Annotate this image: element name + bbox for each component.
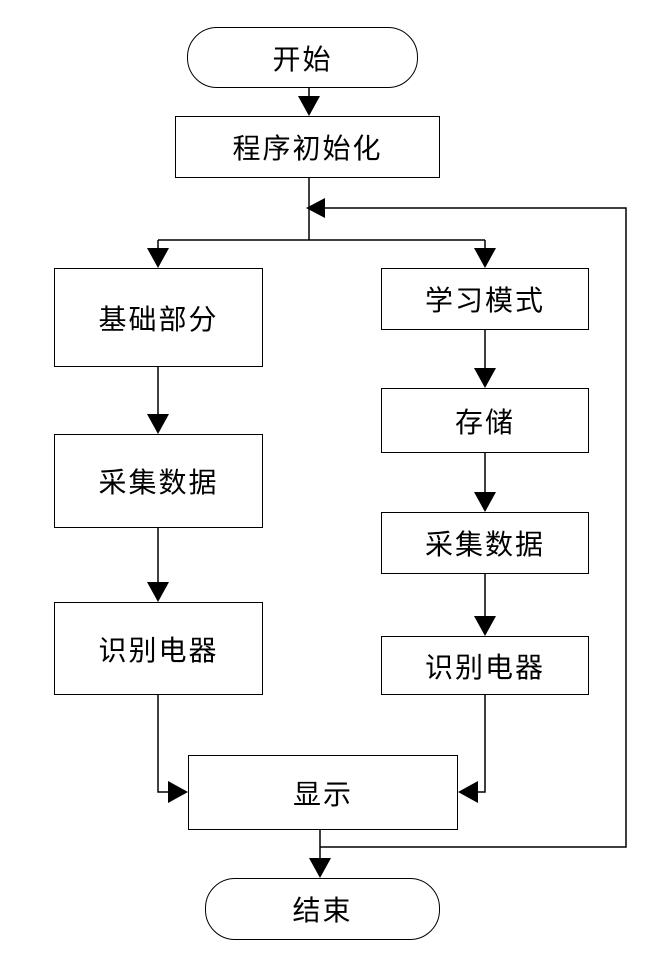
- arrowhead-basic-collect: [147, 414, 169, 434]
- start-node: 开始: [187, 27, 418, 88]
- end-node: 结束: [205, 878, 440, 940]
- arrowhead-end: [309, 858, 331, 878]
- arrowhead-loop: [306, 198, 325, 218]
- arrowhead-identify-right: [474, 616, 496, 636]
- arrowhead-collect-right: [474, 492, 496, 512]
- basic-section-box: 基础部分: [54, 268, 263, 367]
- arrowhead-identify-left: [147, 582, 169, 602]
- display-box: 显示: [188, 755, 458, 830]
- connector-identify-display-left: [157, 695, 172, 793]
- basic-collect-data-box: 采集数据: [54, 434, 263, 528]
- arrowhead-learn: [474, 248, 496, 268]
- arrowhead-basic: [147, 248, 169, 268]
- learn-mode-box: 学习模式: [381, 268, 589, 330]
- connector-identify-display-right: [474, 695, 486, 793]
- learn-collect-data-box: 采集数据: [381, 512, 589, 574]
- basic-identify-appliance-box: 识别电器: [54, 602, 263, 695]
- arrowhead-display-left: [168, 781, 188, 803]
- arrowhead-init: [298, 96, 320, 116]
- learn-identify-appliance-box: 识别电器: [381, 636, 589, 695]
- store-box: 存储: [381, 388, 589, 453]
- arrowhead-display-right: [458, 781, 478, 803]
- arrowhead-store: [474, 368, 496, 388]
- connector-loop-back: [320, 207, 627, 848]
- init-process-box: 程序初始化: [175, 116, 440, 178]
